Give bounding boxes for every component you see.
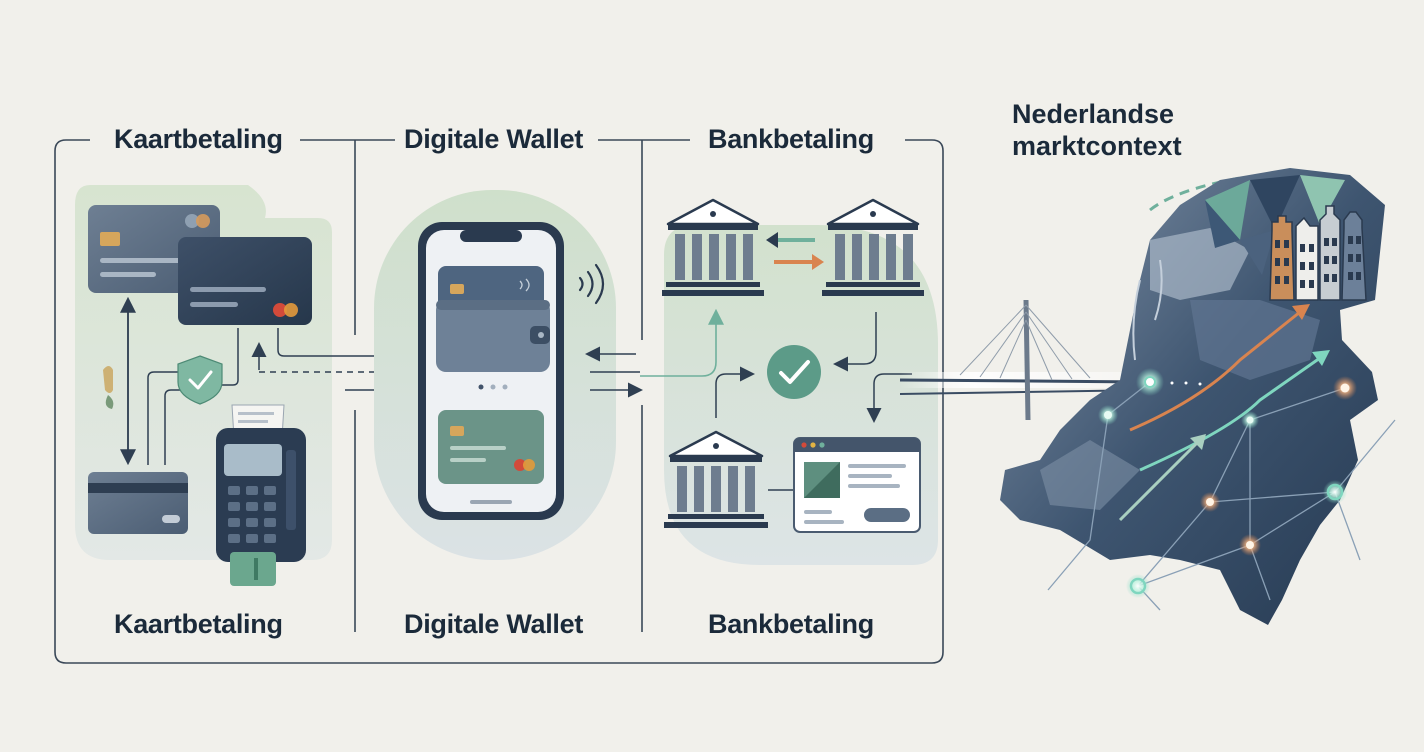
canal-house-icon [1269, 215, 1295, 301]
canal-house-icon [1295, 216, 1319, 301]
wallet-section [374, 190, 643, 560]
canal-house-icon [1341, 211, 1367, 301]
bank-section [640, 198, 938, 565]
label-wallet-bottom: Digitale Wallet [404, 609, 584, 639]
canal-house-icon [1319, 205, 1341, 301]
card-section [75, 185, 408, 586]
netherlands-map-icon [1000, 168, 1396, 625]
nfc-wave-icon [578, 263, 605, 305]
check-circle-icon [767, 345, 821, 399]
bridge-icon [899, 299, 1151, 421]
payment-terminal-icon [216, 404, 306, 586]
context-title-line1: Nederlandse [1012, 99, 1175, 129]
context-title: Nederlandse marktcontext [1012, 98, 1272, 162]
label-card-top: Kaartbetaling [106, 123, 291, 155]
label-bank-top: Bankbetaling [700, 123, 882, 155]
label-card-bottom: Kaartbetaling [114, 609, 283, 639]
context-title-line2: marktcontext [1012, 131, 1182, 161]
label-wallet-top: Digitale Wallet [396, 123, 592, 155]
credit-card-icon [178, 237, 312, 325]
shield-check-icon [177, 355, 223, 405]
smartphone-icon [418, 222, 564, 520]
bank-building-icon [664, 430, 768, 528]
bank-building-icon [822, 198, 924, 296]
bank-building-icon [662, 198, 764, 296]
browser-window-icon [793, 437, 921, 533]
label-bank-bottom: Bankbetaling [708, 609, 874, 639]
outer-frame [54, 139, 944, 664]
credit-card-icon [88, 472, 188, 534]
